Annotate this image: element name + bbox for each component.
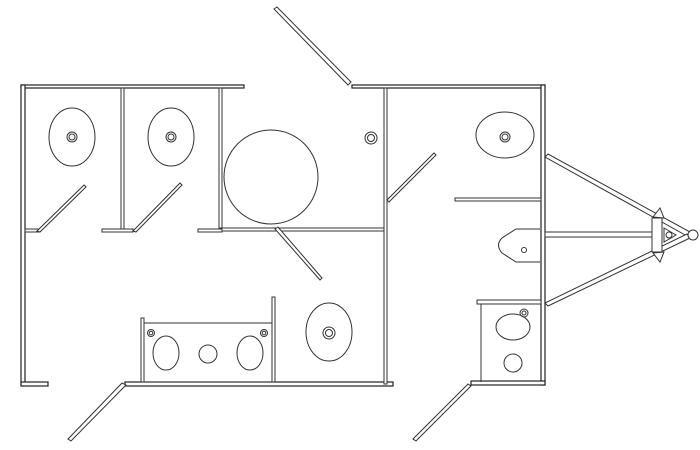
round-tub xyxy=(223,129,319,225)
door-stall-2 xyxy=(132,182,183,233)
water-heater xyxy=(503,353,523,373)
door-top-entry xyxy=(273,6,352,86)
door-bottom-right xyxy=(412,383,472,442)
toilet-right-room xyxy=(475,111,535,159)
outer-walls xyxy=(20,84,546,387)
doors xyxy=(36,6,472,442)
toilet-main-hall xyxy=(305,302,353,362)
interior-walls xyxy=(24,87,542,385)
utility-sink xyxy=(495,308,531,341)
toilet-stall-1 xyxy=(48,107,96,167)
double-sink-vanity xyxy=(143,322,273,383)
corner-sink xyxy=(498,228,540,263)
floor-drain xyxy=(364,131,378,145)
door-bottom-left xyxy=(67,382,127,442)
toilet-stall-2 xyxy=(147,107,195,167)
door-stall-1 xyxy=(36,184,87,233)
door-tub-room xyxy=(274,226,323,281)
door-right-room xyxy=(386,152,437,203)
trailer-hitch xyxy=(544,153,699,307)
